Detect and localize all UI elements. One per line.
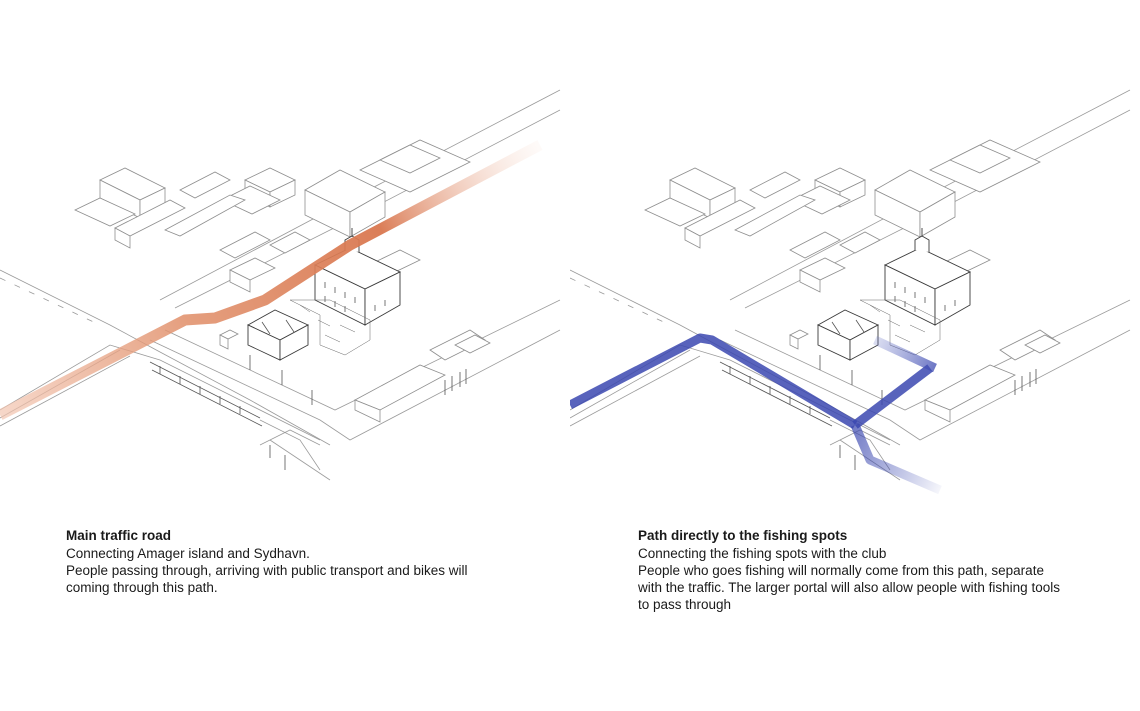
caption-line: Connecting Amager island and Sydhavn. (66, 546, 310, 561)
fishing-path-caption: Path directly to the fishing spots Conne… (638, 527, 1068, 613)
fishing-path-top-branch (873, 335, 937, 373)
fishing-path-lower-branch (850, 423, 942, 495)
caption-line: Connecting the fishing spots with the cl… (638, 546, 887, 561)
main-traffic-road-caption: Main traffic road Connecting Amager isla… (66, 527, 506, 596)
fishing-path-branch (852, 364, 933, 429)
caption-title: Path directly to the fishing spots (638, 528, 848, 543)
caption-line: People passing through, arriving with pu… (66, 563, 468, 595)
caption-line: People who goes fishing will normally co… (638, 563, 1060, 612)
fishing-path-diagram (570, 89, 1131, 495)
main-traffic-road-path (0, 140, 543, 420)
main-traffic-road-diagram (0, 89, 561, 481)
fishing-path-main (570, 333, 858, 429)
caption-title: Main traffic road (66, 528, 172, 543)
